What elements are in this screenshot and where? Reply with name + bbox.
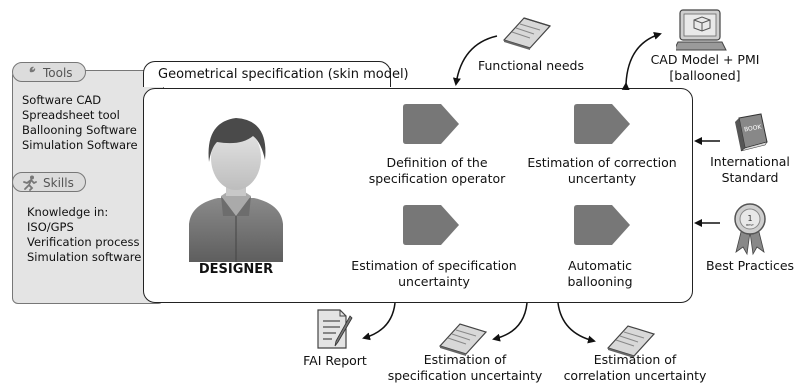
book-title-text: BOOK <box>744 123 763 133</box>
book-icon <box>606 325 656 358</box>
list-item: Ballooning Software <box>22 123 137 137</box>
main-panel-title: Geometrical specification (skin model) <box>143 61 409 87</box>
list-item: Simulation Software <box>22 138 138 152</box>
best-practices-label: Best Practices <box>705 258 795 273</box>
runner-icon <box>23 175 37 191</box>
designer-avatar <box>189 118 283 262</box>
list-item: Verification process <box>27 235 140 249</box>
medal-subtext: BEST <box>746 223 754 227</box>
process-shape <box>574 104 630 144</box>
medal-number: 1 <box>747 214 752 223</box>
designer-label: DESIGNER <box>198 262 274 277</box>
process-shape <box>403 205 459 245</box>
tools-tab: Tools <box>12 62 86 82</box>
process-shape <box>574 205 630 245</box>
arrow-spec-uncertainty <box>492 302 528 342</box>
tools-title: Tools <box>43 66 73 80</box>
monitor-icon <box>676 9 727 51</box>
skills-tab: Skills <box>12 172 86 192</box>
book-icon <box>502 17 552 50</box>
list-item: Spreadsheet tool <box>22 108 120 122</box>
standard-book-icon: BOOK <box>735 113 768 152</box>
list-item: ISO/GPS <box>27 220 74 234</box>
arrow-corr-uncertainty <box>557 302 596 344</box>
arrow-cad-model <box>621 31 662 91</box>
arrow-fai-report <box>362 302 396 341</box>
list-item: Simulation software <box>27 250 142 264</box>
medal-icon: 1 BEST <box>734 203 766 256</box>
tools-list: Software CAD Spreadsheet tool Ballooning… <box>22 93 138 153</box>
wrench-icon <box>23 66 36 79</box>
process-shape <box>403 104 459 144</box>
arrow-functional-needs <box>452 35 498 86</box>
cad-model-label: CAD Model + PMI[ballooned] <box>650 52 760 83</box>
list-item: Knowledge in: <box>27 205 109 219</box>
report-icon <box>317 309 353 349</box>
list-item: Software CAD <box>22 93 102 107</box>
book-icon <box>438 323 488 356</box>
skills-list: Knowledge in: ISO/GPS Verification proce… <box>27 205 141 265</box>
functional-needs-label: Functional needs <box>477 58 585 73</box>
fai-report-label: FAI Report <box>303 353 367 368</box>
skills-title: Skills <box>43 176 74 190</box>
